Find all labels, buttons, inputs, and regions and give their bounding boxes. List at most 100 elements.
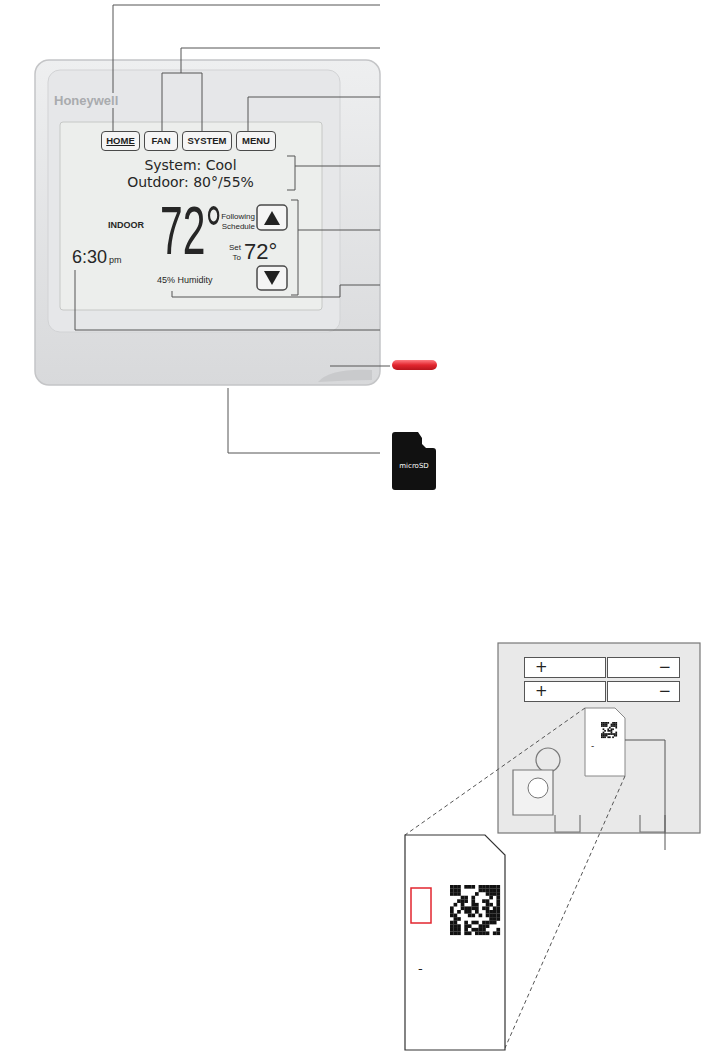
leader-line	[625, 740, 665, 850]
qr-cell	[450, 889, 454, 893]
qr-cell	[603, 733, 605, 735]
qr-cell	[482, 889, 486, 893]
clock-ampm: pm	[109, 256, 122, 265]
qr-cell	[486, 921, 490, 925]
serial-label	[585, 708, 625, 776]
qr-cell	[482, 899, 486, 903]
card-shape	[392, 432, 436, 490]
clock-time: 6:30	[72, 248, 107, 266]
qr-cell	[496, 896, 500, 900]
qr-cell	[464, 899, 468, 903]
qr-cell	[454, 885, 458, 889]
qr-cell	[496, 917, 500, 921]
qr-cell	[615, 727, 617, 729]
qr-cell	[486, 906, 490, 910]
highlight-box	[411, 888, 431, 923]
leader-line	[162, 48, 380, 131]
leader-line	[228, 388, 380, 453]
qr-cell	[489, 889, 493, 893]
qr-cell	[496, 885, 500, 889]
qr-cell	[496, 906, 500, 910]
thermostat-housing	[35, 60, 380, 385]
home-button: HOME	[101, 131, 140, 151]
button-label: MENU	[237, 132, 275, 149]
qr-cell	[612, 722, 614, 724]
qr-cell	[614, 735, 616, 737]
qr-cell	[603, 728, 605, 730]
qr-cell	[607, 722, 609, 724]
qr-cell	[471, 906, 475, 910]
qr-cell	[612, 728, 614, 730]
thermostat-body: HoneywellSystem: Cool Outdoor: 80°/55%IN…	[35, 60, 380, 385]
qr-cell	[496, 903, 500, 907]
qr-cell	[454, 931, 458, 935]
fan-button: FAN	[144, 131, 178, 151]
qr-cell	[607, 736, 609, 738]
qr-cell	[601, 733, 603, 735]
leader-line	[113, 5, 380, 131]
qr-cell	[615, 733, 617, 735]
qr-cell	[611, 732, 613, 734]
qr-cell	[450, 892, 454, 896]
qr-cell	[464, 906, 468, 910]
menu-button: MENU	[236, 131, 276, 151]
qr-cell	[464, 931, 468, 935]
mount-tabs	[555, 815, 665, 832]
battery: −	[607, 657, 680, 678]
qr-cell	[489, 917, 493, 921]
qr-cell	[461, 903, 465, 907]
leader-line	[287, 156, 380, 190]
qr-cell	[468, 931, 472, 935]
qr-cell	[479, 928, 483, 932]
qr-cell	[457, 924, 461, 928]
polarity-mark: +	[535, 682, 548, 701]
qr-cell	[493, 892, 497, 896]
qr-cell	[611, 724, 613, 726]
qr-cell	[482, 928, 486, 932]
qr-cell	[486, 885, 490, 889]
qr-cell	[496, 899, 500, 903]
qr-cell	[603, 725, 605, 727]
qr-cell	[464, 928, 468, 932]
setpoint-label: Set To	[225, 243, 241, 263]
status-led	[392, 360, 437, 370]
qr-cell	[609, 736, 611, 738]
qr-cell	[486, 892, 490, 896]
upgrade-socket	[513, 770, 553, 815]
qr-cell	[493, 885, 497, 889]
qr-cell	[450, 921, 454, 925]
qr-cell	[603, 735, 605, 737]
qr-code	[450, 885, 500, 935]
qr-cell	[454, 892, 458, 896]
qr-cell	[611, 733, 613, 735]
qr-cell	[454, 924, 458, 928]
qr-cell	[475, 910, 479, 914]
upgrade-port	[528, 778, 548, 798]
qr-cell	[457, 885, 461, 889]
qr-cell	[489, 896, 493, 900]
qr-cell	[606, 735, 608, 737]
qr-cell	[479, 889, 483, 893]
qr-cell	[489, 921, 493, 925]
qr-cell	[457, 917, 461, 921]
qr-cell	[612, 724, 614, 726]
qr-cell	[450, 906, 454, 910]
qr-cell	[464, 921, 468, 925]
card-label: microSD	[392, 462, 436, 470]
qr-cell	[486, 889, 490, 893]
status-text: System: Cool Outdoor: 80°/55%	[118, 157, 263, 191]
qr-cell	[454, 921, 458, 925]
qr-cell	[450, 914, 454, 918]
qr-cell	[461, 896, 465, 900]
qr-cell	[457, 899, 461, 903]
qr-cell	[475, 928, 479, 932]
qr-cell	[607, 733, 609, 735]
qr-cell	[475, 931, 479, 935]
qr-cell	[606, 733, 608, 735]
qr-cell	[464, 896, 468, 900]
leader-line	[330, 366, 390, 367]
qr-cell	[468, 914, 472, 918]
battery: +	[524, 681, 606, 702]
qr-cell	[461, 906, 465, 910]
